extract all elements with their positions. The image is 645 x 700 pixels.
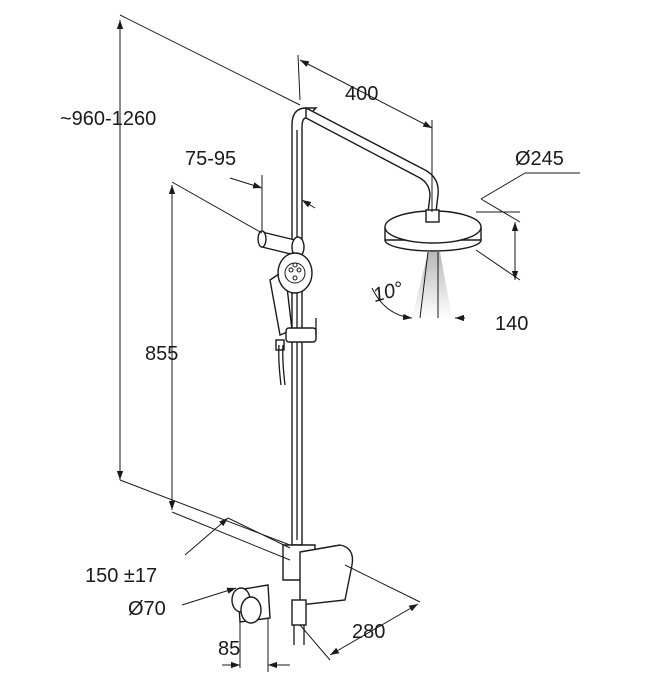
spray-cone	[412, 251, 452, 319]
valve-diameter-label: Ø70	[128, 598, 166, 620]
dim-valve-diameter	[181, 587, 237, 606]
dim-wall-distance	[229, 175, 316, 240]
dim-head-height	[475, 211, 521, 281]
dim-head-diameter	[480, 172, 580, 223]
valve-spacing-label: 150 ±17	[85, 565, 157, 587]
slider-holder	[275, 318, 317, 351]
overhead-arm	[305, 106, 439, 213]
dim-valve-depth	[222, 618, 290, 672]
hand-shower	[269, 252, 313, 336]
arm-length-label: 400	[345, 83, 378, 105]
wall-distance-label: 75-95	[185, 148, 236, 170]
tilt-angle-label: 10°	[371, 278, 406, 307]
valve-width-label: 280	[352, 621, 385, 643]
rain-shower-head	[384, 209, 482, 252]
head-height-label: 140	[495, 313, 528, 335]
dim-slide-bar-height	[168, 181, 291, 561]
valve-depth-label: 85	[218, 638, 240, 660]
thermostatic-valve	[231, 544, 354, 645]
head-diameter-label: Ø245	[515, 148, 564, 170]
dim-tilt-angle	[371, 287, 465, 322]
dim-arm-length	[297, 54, 433, 212]
hose	[278, 344, 286, 386]
dim-valve-width	[299, 564, 421, 661]
slide-bar-height-label: 855	[145, 343, 178, 365]
riser-pipe	[291, 107, 318, 546]
total-height-label: ~960-1260	[60, 108, 156, 130]
dim-valve-spacing	[184, 517, 291, 556]
